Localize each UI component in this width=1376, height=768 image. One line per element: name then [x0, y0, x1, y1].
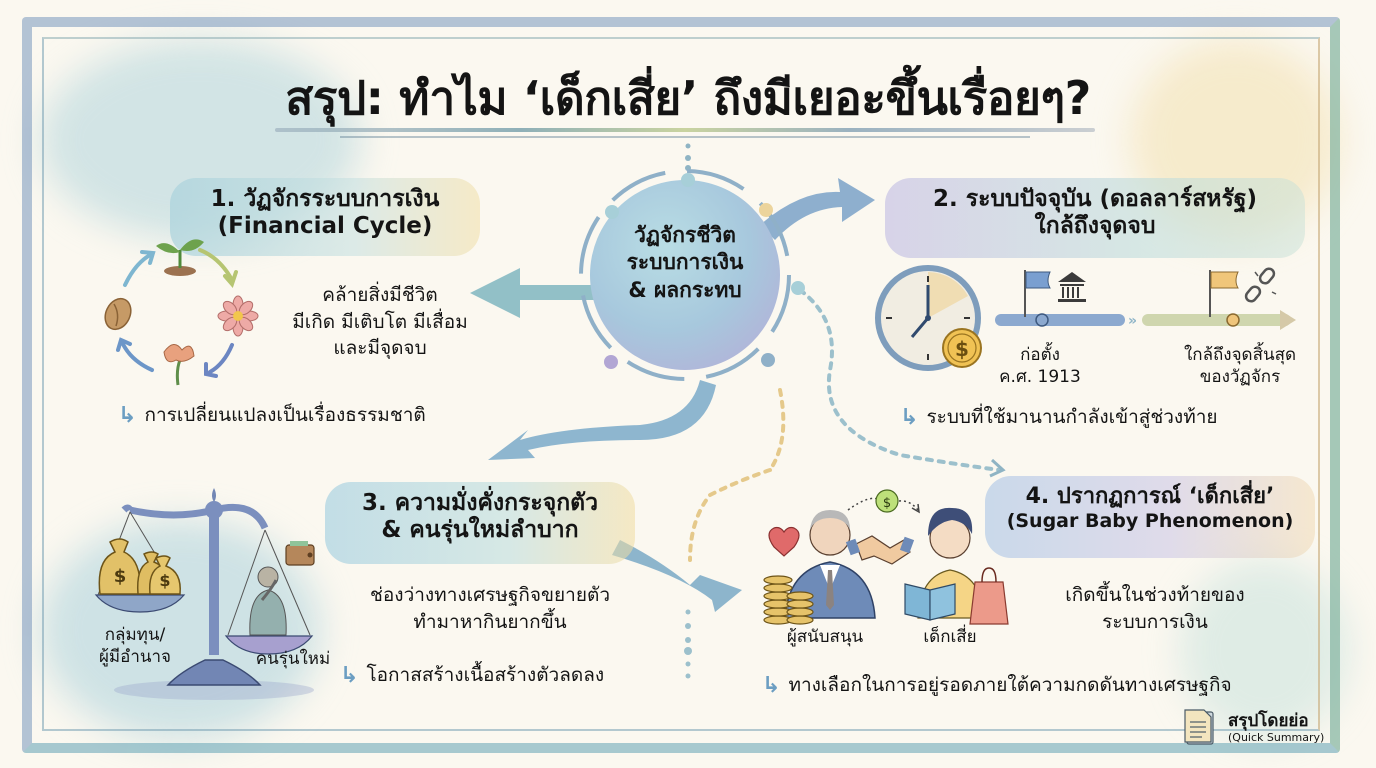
flag-icon	[1024, 270, 1051, 317]
section1-body-line2: มีเกิด มีเติบโต มีเสื่อม	[292, 310, 468, 333]
worried-person-icon	[249, 566, 287, 636]
section3-heading-line1: 3. ความมั่งคั่งกระจุกตัว	[361, 490, 599, 516]
section3-body-line1: ช่องว่างทางเศรษฐกิจขยายตัว	[369, 584, 610, 606]
hook-arrow-icon: ↳	[340, 662, 359, 688]
handshake-icon	[845, 535, 915, 565]
svg-text:$: $	[955, 337, 969, 361]
heart-icon	[768, 526, 800, 557]
section4-heading-line2: (Sugar Baby Phenomenon)	[1006, 509, 1294, 532]
wallet-icon	[285, 541, 315, 566]
sugar-baby-label: เด็กเสี่ย	[923, 627, 977, 647]
section2-heading: 2. ระบบปัจจุบัน (ดอลลาร์สหรัฐ) ใกล้ถึงจุ…	[885, 178, 1305, 258]
sponsor-label: ผู้สนับสนุน	[786, 627, 864, 647]
money-bag-icon: $ $	[98, 538, 181, 595]
section3-body: ช่องว่างทางเศรษฐกิจขยายตัว ทำมาหากินยากข…	[340, 582, 640, 635]
title-underline-thin	[340, 136, 1030, 138]
quick-summary-title: สรุปโดยย่อ	[1228, 711, 1309, 732]
svg-text:$: $	[159, 571, 170, 590]
title-underline	[275, 128, 1095, 132]
section1-note-text: การเปลี่ยนแปลงเป็นเรื่องธรรมชาติ	[144, 404, 426, 426]
section1-note: ↳ การเปลี่ยนแปลงเป็นเรื่องธรรมชาติ	[118, 400, 426, 430]
document-icon	[1184, 709, 1214, 745]
center-hub	[590, 180, 780, 370]
section2-note-text: ระบบที่ใช้มานานกำลังเข้าสู่ช่วงท้าย	[926, 406, 1218, 428]
timeline-start-label: ก่อตั้ง ค.ศ. 1913	[990, 344, 1090, 388]
broken-chain-icon	[1244, 267, 1277, 303]
section3-note: ↳ โอกาสสร้างเนื้อสร้างตัวลดลง	[340, 660, 604, 690]
section2-heading-line2: ใกล้ถึงจุดจบ	[1034, 213, 1156, 240]
hook-arrow-icon: ↳	[762, 672, 781, 698]
hook-arrow-icon: ↳	[118, 402, 137, 428]
svg-text:»: »	[1128, 313, 1137, 329]
sprout-icon	[156, 239, 204, 276]
section2-heading-line1: 2. ระบบปัจจุบัน (ดอลลาร์สหรัฐ)	[932, 186, 1257, 212]
section4-heading: 4. ปรากฏการณ์ ‘เด็กเสี่ย’ (Sugar Baby Ph…	[985, 476, 1315, 558]
scale-right-label: คนรุ่นใหม่	[255, 649, 331, 669]
section4-body-line2: ระบบการเงิน	[1102, 610, 1208, 633]
dollar-coin-icon: $	[847, 489, 920, 514]
section3-body-line2: ทำมาหากินยากขึ้น	[413, 610, 567, 633]
section1-body-line3: และมีจุดจบ	[333, 337, 427, 360]
seed-icon	[104, 297, 132, 331]
flag-icon-end	[1209, 270, 1239, 317]
coin-stack-icon	[763, 575, 814, 625]
section4-heading-line1: 4. ปรากฏการณ์ ‘เด็กเสี่ย’	[1025, 484, 1275, 509]
scale-left-label-line2: ผู้มีอำนาจ	[98, 647, 172, 668]
scale-left-label-line1: กลุ่มทุน/	[104, 625, 166, 645]
wilted-flower-icon	[163, 344, 195, 386]
section4-note: ↳ ทางเลือกในการอยู่รอดภายใต้ความกดดันทาง…	[762, 670, 1232, 700]
timeline-end-label: ใกล้ถึงจุดสิ้นสุด ของวัฏจักร	[1165, 344, 1315, 388]
scale-left-label: กลุ่มทุน/ ผู้มีอำนาจ	[70, 624, 200, 668]
section4-body: เกิดขึ้นในช่วงท้ายของ ระบบการเงิน	[1020, 582, 1290, 635]
section1-heading-line2: (Financial Cycle)	[217, 213, 433, 240]
quick-summary-badge: สรุปโดยย่อ (Quick Summary)	[1184, 708, 1324, 748]
svg-text:$: $	[883, 496, 891, 511]
section3-heading: 3. ความมั่งคั่งกระจุกตัว & คนรุ่นใหม่ลำบ…	[325, 482, 635, 564]
center-hub-text: วัฏจักรชีวิต ระบบการเงิน & ผลกระทบ	[590, 222, 780, 304]
page-title: สรุป: ทำไม ‘เด็กเสี่ย’ ถึงมีเยอะขึ้นเรื่…	[285, 71, 1091, 125]
hook-arrow-icon: ↳	[900, 404, 919, 430]
timeline-start-line1: ก่อตั้ง	[1020, 345, 1060, 365]
shopping-bag-icon	[969, 567, 1009, 625]
center-hub-line2: ระบบการเงิน	[626, 250, 744, 275]
timeline-end-line1: ใกล้ถึงจุดสิ้นสุด	[1183, 345, 1297, 365]
section1-heading-line1: 1. วัฏจักรระบบการเงิน	[210, 186, 440, 212]
section2-note: ↳ ระบบที่ใช้มานานกำลังเข้าสู่ช่วงท้าย	[900, 402, 1218, 432]
quick-summary-subtitle: (Quick Summary)	[1228, 730, 1325, 744]
watercolor-wash-bottom-right	[1180, 560, 1350, 740]
bank-icon	[1058, 272, 1086, 302]
svg-text:$: $	[114, 566, 127, 587]
section3-heading-line2: & คนรุ่นใหม่ลำบาก	[381, 517, 579, 544]
watercolor-border-inner	[42, 37, 1320, 731]
timeline-end-line2: ของวัฏจักร	[1199, 367, 1281, 388]
section1-body-line1: คล้ายสิ่งมีชีวิต	[322, 284, 438, 306]
section3-note-text: โอกาสสร้างเนื้อสร้างตัวลดลง	[366, 664, 605, 686]
center-hub-line3: & ผลกระทบ	[628, 277, 742, 302]
book-icon	[904, 583, 956, 621]
section1-heading: 1. วัฏจักรระบบการเงิน (Financial Cycle)	[170, 178, 480, 256]
section4-note-text: ทางเลือกในการอยู่รอดภายใต้ความกดดันทางเศ…	[788, 674, 1232, 696]
center-hub-line1: วัฏจักรชีวิต	[634, 223, 736, 247]
timeline-start-line2: ค.ศ. 1913	[999, 367, 1081, 388]
watercolor-border-outer	[22, 17, 1340, 753]
dollar-coin-icon: $	[942, 328, 982, 368]
section1-body: คล้ายสิ่งมีชีวิต มีเกิด มีเติบโต มีเสื่อ…	[270, 282, 490, 362]
section4-body-line1: เกิดขึ้นในช่วงท้ายของ	[1065, 584, 1245, 606]
flower-icon	[217, 295, 259, 337]
